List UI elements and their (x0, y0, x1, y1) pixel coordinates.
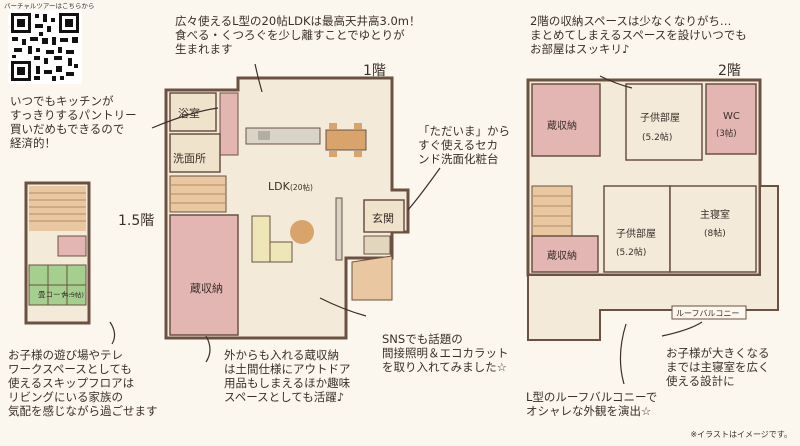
master-label: 主寝室 (700, 208, 730, 221)
qr-code[interactable] (8, 10, 82, 84)
ldk-size: (20帖) (290, 182, 313, 192)
storage2b-label: 蔵収納 (547, 249, 577, 262)
note-skip: お子様の遊び場やテレ ワークスペースとしても 使えるスキップフロアは リビングに… (8, 348, 158, 418)
note-tadaima: 「ただいま」から すぐ使えるセカ ンド洗面化粧台 (418, 124, 510, 166)
storage2a-label: 蔵収納 (547, 119, 577, 132)
kids2-label: 子供部屋 (616, 227, 656, 240)
pointer-arrows (109, 63, 703, 385)
note-f2-storage: 2階の収納スペースは少なくなりがち… まとめてしまえるスペースを設けいつでも お… (530, 14, 747, 56)
ldk-label: LDK (268, 180, 291, 193)
master-size: (8帖) (704, 227, 726, 239)
note-pantry: いつでもキッチンが すっきりするパントリー 買いだめもできるので 経済的！ (10, 94, 137, 150)
plan-2f: 蔵収納 子供部屋 (5.2帖) WC (3帖) 蔵収納 子供部屋 (5.2帖) … (526, 78, 779, 341)
note-ldk: 広々使えるL型の20帖LDKは最高天井高3.0m！ 食べる・くつろぐを少し離すこ… (175, 14, 421, 56)
wc-size: (3帖) (716, 128, 737, 139)
floor-label-15: 1.5階 (118, 213, 155, 229)
wash-label: 洗面所 (173, 152, 206, 165)
note-balcony: L型のルーフバルコニーで オシャレな外観を演出☆ (526, 390, 658, 418)
note-storage: 外からも入れる蔵収納 は土間仕様にアウトドア 用品もしまえるほか趣味 スペースと… (224, 348, 351, 404)
balcony-label: ルーフバルコニー (676, 309, 739, 318)
kids1-label: 子供部屋 (640, 111, 680, 124)
kids1-size: (5.2帖) (642, 131, 672, 143)
qr-caption: バーチャルツアーはこちらから (4, 2, 95, 10)
floor-label-2: 2階 (718, 63, 741, 79)
tatami-label: 畳コーナー (38, 290, 76, 299)
wc-label: WC (723, 111, 740, 122)
note-kids: お子様が大きくなる までは主寝室を広く 使える設計に (666, 346, 770, 388)
tatami-size: (4.5帖) (62, 290, 84, 299)
storage1-label: 蔵収納 (190, 282, 223, 295)
note-sns: SNSでも話題の 間接照明＆エコカラット を取り入れてみました☆ (382, 332, 509, 374)
entrance-label: 玄関 (372, 211, 394, 225)
qr-code-icon (8, 10, 82, 84)
floor-label-1: 1階 (363, 63, 386, 79)
plan-1-5f: 畳コーナー (4.5帖) (24, 181, 91, 325)
footer-note: ※イラストはイメージです。 (690, 430, 792, 439)
kids2-size: (5.2帖) (616, 246, 646, 258)
plan-1f: 浴室 洗面所 蔵収納 LDK (20帖) 玄関 (164, 76, 410, 340)
